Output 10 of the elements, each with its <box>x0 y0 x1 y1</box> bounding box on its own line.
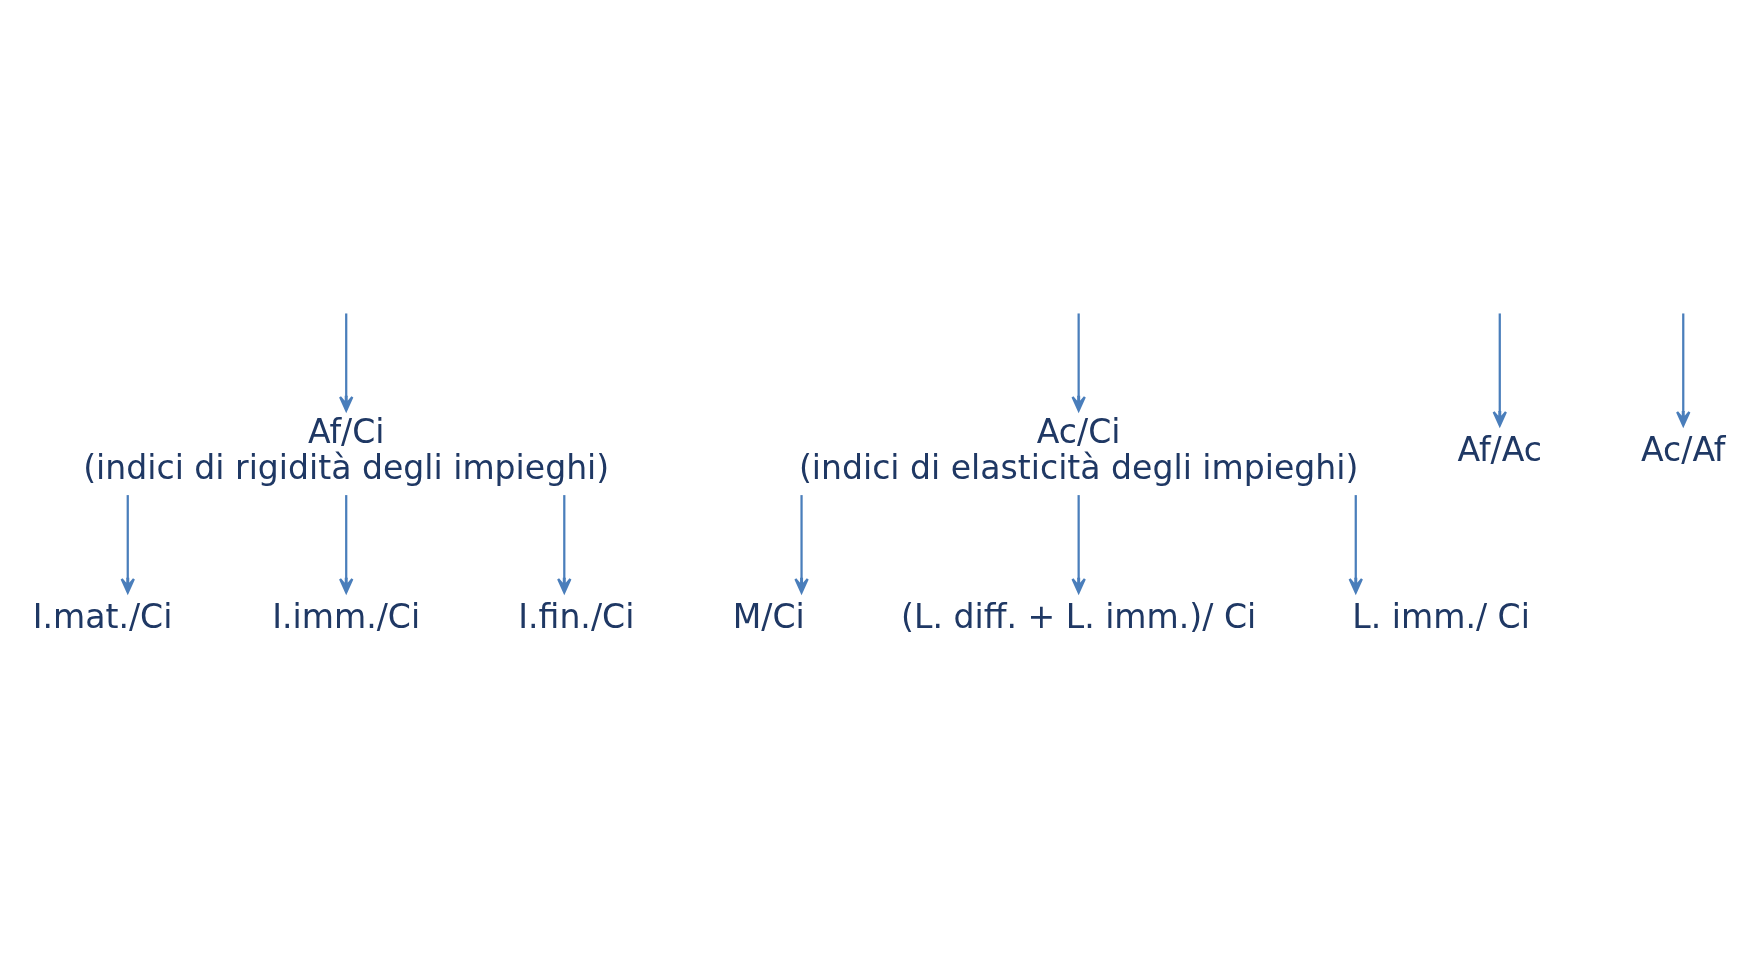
node-text: Af/Ci (indici di rigidità degli impieghi) <box>83 412 610 488</box>
node-text: I.imm./Ci <box>272 597 421 637</box>
node-text: I.mat./Ci <box>32 597 173 637</box>
node-text: Ac/Ci (indici di elasticità degli impieghi) <box>798 412 1359 488</box>
node-text: L. imm./ Ci <box>1352 597 1530 637</box>
node-text: I.fin./Ci <box>518 597 635 637</box>
node-text: Ac/Af <box>1641 430 1726 470</box>
node-text: (L. diff. + L. imm.)/ Ci <box>901 597 1257 637</box>
node-text: Af/Ac <box>1457 430 1543 470</box>
node-text: M/Ci <box>732 597 805 637</box>
